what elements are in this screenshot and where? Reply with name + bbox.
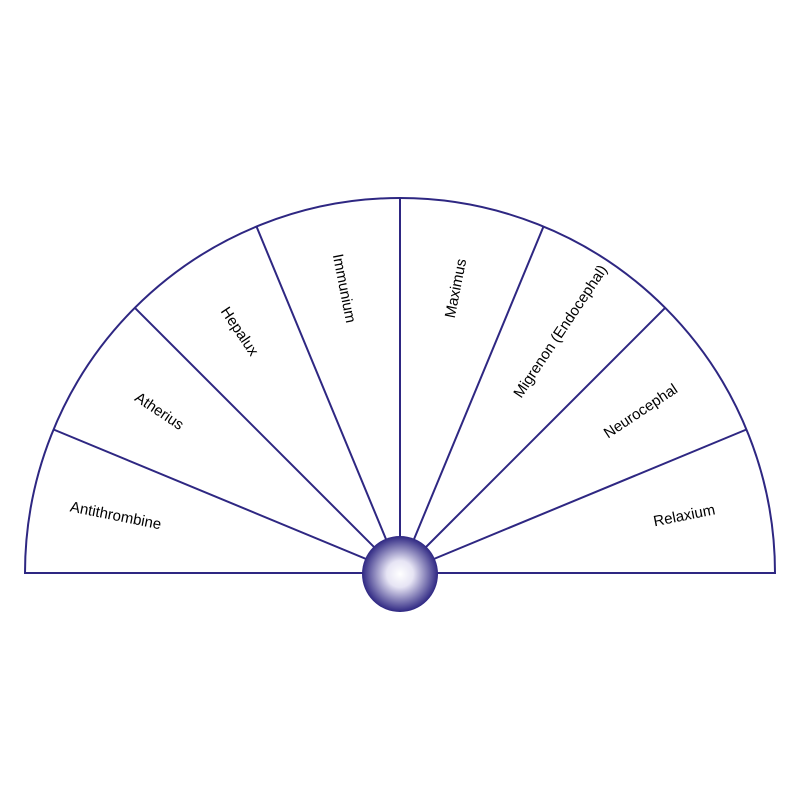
sector-label: Neurocephal	[601, 381, 681, 442]
sector-divider	[399, 307, 666, 574]
sector-divider	[255, 226, 401, 574]
sector-label: Relaxium	[652, 501, 717, 530]
center-ball	[362, 536, 438, 612]
sector-divider	[399, 226, 545, 574]
sector-label: Antithrombine	[69, 499, 163, 534]
sector-divider	[399, 428, 747, 574]
sector-label: Hepalux	[217, 304, 262, 360]
sector-label: Immunium	[329, 252, 359, 324]
sector-divider	[53, 428, 401, 574]
sector-label: Migrenon (Endocephal)	[510, 262, 611, 401]
semicircle-outline	[23, 197, 777, 574]
sector-label: Maximus	[442, 257, 470, 319]
sector-label: Atherius	[132, 389, 187, 434]
sector-divider	[134, 307, 401, 574]
